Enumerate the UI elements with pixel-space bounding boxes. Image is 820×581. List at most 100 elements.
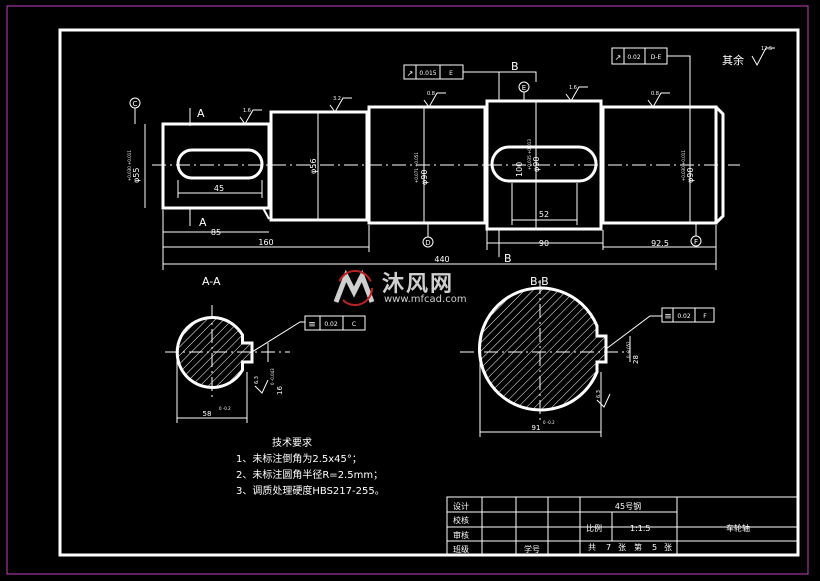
tb-sheet-zhang: 张	[618, 543, 626, 552]
section-mark-b-bottom: B	[504, 252, 512, 265]
svg-text:0.02: 0.02	[677, 313, 691, 320]
roughness-0-8a: 0.8	[427, 91, 435, 97]
dim-90: 90	[539, 239, 549, 248]
dim-100: 100	[515, 162, 524, 177]
drawing-frame	[58, 28, 800, 557]
section-title-aa: A-A	[202, 275, 221, 288]
dim-28-tol: 0 -0.052	[626, 341, 631, 358]
datum-c-circle	[129, 97, 141, 109]
dim-phi56: φ56	[309, 159, 318, 174]
dimension-lines	[134, 55, 717, 270]
svg-text:↗: ↗	[615, 53, 622, 62]
roughness-0-8b: 0.8	[651, 91, 659, 97]
datum-symbols	[129, 81, 702, 248]
roughness-3-2a: 3.2	[333, 96, 341, 102]
dim-45: 45	[214, 184, 224, 193]
datum-e-label: E	[522, 84, 526, 92]
section-mark-a-top: A	[197, 107, 205, 120]
roughness-1-6a: 1.6	[243, 108, 251, 114]
dim-91: 91	[532, 424, 541, 432]
dim-91-tol: 0 -0.2	[543, 420, 555, 425]
shaft-section-56	[269, 110, 369, 222]
dim-28: 28	[632, 355, 640, 364]
tb-material: 45号钢	[615, 501, 641, 511]
dim-phi90a-tol: +0.071 +0.051	[414, 152, 419, 183]
svg-text:0.02: 0.02	[627, 54, 641, 61]
tb-sheet-gong: 共	[588, 543, 596, 552]
tolerance-frame-sym-f: ≡ 0.02 F	[661, 307, 715, 323]
section-title-bb: B-B	[530, 275, 549, 288]
svg-text:E: E	[449, 70, 453, 77]
watermark-url: www.mfcad.com	[384, 294, 467, 305]
datum-e-circle	[518, 81, 530, 93]
shaft-collar-100	[485, 99, 603, 231]
technical-requirements: 技术要求 1、未标注倒角为2.5x45°； 2、未标注圆角半径R=2.5mm； …	[236, 436, 385, 500]
tb-design: 设计	[453, 501, 469, 511]
roughness-qiyu: 其余	[722, 53, 744, 67]
tb-scale: 1:1.5	[630, 524, 651, 533]
svg-text:F: F	[703, 313, 707, 320]
tb-review: 审核	[453, 530, 469, 540]
dim-phi55-tol: +0.030 +0.011	[127, 150, 132, 181]
dim-phi90b: φ90	[532, 157, 541, 172]
shaft-section-90b	[601, 105, 718, 225]
svg-text:0.015: 0.015	[419, 70, 436, 77]
keyway-a	[176, 148, 264, 180]
tolerance-frame-sym-c: ≡ 0.02 C	[304, 315, 366, 331]
svg-text:D-E: D-E	[651, 54, 662, 61]
roughness-12-5: 12.5	[761, 46, 772, 52]
watermark-logo-icon	[333, 269, 375, 306]
watermark-text: 沐风网	[382, 272, 455, 297]
svg-text:≡: ≡	[664, 312, 672, 322]
dim-16: 16	[276, 386, 284, 395]
svg-text:0.02: 0.02	[324, 321, 338, 328]
dim-85: 85	[211, 228, 221, 237]
dim-92-5: 92.5	[651, 239, 669, 248]
dim-16-tol: 0 -0.043	[270, 368, 275, 385]
tb-sheet-zhang2: 张	[664, 543, 672, 552]
datum-d-label: D	[425, 239, 430, 247]
tb-sheet-total: 7	[606, 543, 611, 552]
tolerance-frame-runout-de: ↗ 0.02 D-E	[611, 47, 668, 65]
datum-d-circle	[422, 236, 434, 248]
dim-58: 58	[203, 410, 212, 418]
dim-phi90c-tol: +0.030 +0.011	[681, 150, 686, 181]
notes-item-1: 1、未标注倒角为2.5x45°；	[236, 454, 362, 465]
svg-text:C: C	[352, 321, 356, 328]
title-block	[446, 496, 799, 556]
dim-phi90b-tol: +0.035 +0.013	[527, 139, 532, 170]
tb-part-name: 车轮轴	[726, 523, 750, 533]
tb-check: 校核	[453, 515, 469, 525]
dim-52: 52	[539, 210, 549, 219]
shaft-view	[152, 99, 740, 231]
tb-class: 班级	[453, 544, 469, 554]
dim-160: 160	[258, 238, 273, 247]
notes-title: 技术要求	[272, 438, 312, 449]
svg-text:≡: ≡	[308, 320, 316, 330]
section-mark-b-top: B	[511, 60, 519, 73]
svg-text:↗: ↗	[407, 69, 414, 78]
notes-item-2: 2、未标注圆角半径R=2.5mm；	[236, 470, 384, 481]
dim-phi55: φ55	[132, 168, 141, 183]
datum-c-label: C	[133, 100, 138, 108]
tb-student-no: 学号	[524, 544, 540, 554]
notes-item-3: 3、调质处理硬度HBS217-255。	[236, 486, 385, 497]
roughness-6-3b: 6.3	[596, 390, 602, 398]
datum-f-label: F	[694, 238, 698, 246]
tb-sheet-di: 第	[634, 542, 642, 552]
section-bb	[478, 286, 608, 412]
datum-f-circle	[690, 235, 702, 247]
roughness-6-3a: 6.3	[254, 376, 260, 384]
shaft-section-90a	[367, 105, 487, 225]
watermark: 沐风网 www.mfcad.com	[332, 268, 492, 310]
dim-phi90c: φ90	[686, 168, 695, 183]
keyway-b	[490, 145, 598, 183]
dim-58-tol: 0 -0.2	[219, 406, 231, 411]
section-mark-a-bottom: A	[199, 216, 207, 229]
roughness-symbols	[239, 47, 775, 408]
tb-scale-label: 比例	[586, 523, 602, 533]
outer-border	[6, 5, 809, 575]
tolerance-frame-runout-e: ↗ 0.015 E	[403, 64, 464, 80]
dim-phi90a: φ90	[420, 170, 429, 185]
